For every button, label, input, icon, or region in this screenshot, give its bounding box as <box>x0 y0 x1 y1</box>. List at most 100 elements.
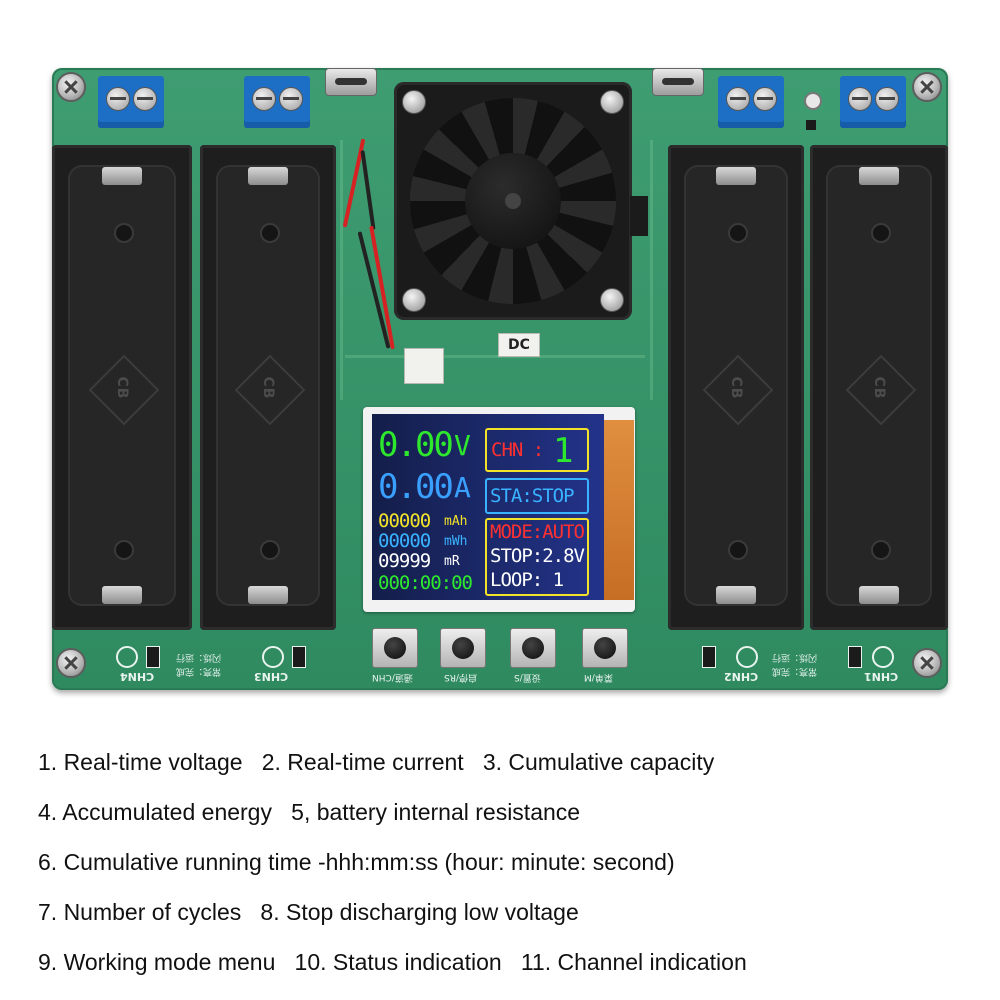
battery-contact-icon <box>859 586 899 604</box>
mounting-screw-icon <box>56 648 86 678</box>
lcd-status: STA:STOP <box>490 485 575 507</box>
button-cap-icon <box>384 637 406 659</box>
status-led-icon <box>736 646 758 668</box>
terminal-screw-icon <box>875 87 899 111</box>
dc-label: DC <box>498 333 540 357</box>
terminal-screw-icon <box>726 87 750 111</box>
terminal-screw-icon <box>848 87 872 111</box>
holder-hole <box>728 223 748 243</box>
battery-contact-icon <box>716 167 756 185</box>
lcd-capacity-unit: mAh <box>444 514 468 529</box>
lcd-screen: 0.00 V 0.00 A 00000 mAh 00000 mWh 09999 … <box>372 414 604 600</box>
terminal-block-chn1[interactable] <box>840 76 906 128</box>
battery-holder-chn2[interactable]: CB <box>668 145 804 630</box>
status-led-icon <box>872 646 894 668</box>
lcd-runtime-value: 000:00:00 <box>378 572 473 594</box>
fan-screw-icon <box>402 288 426 312</box>
button-cap-icon <box>522 637 544 659</box>
battery-contact-icon <box>859 167 899 185</box>
lcd-voltage-value: 0.00 <box>378 425 454 465</box>
lcd-ribbon-cable <box>602 420 634 600</box>
lcd-channel-value: 1 <box>553 431 574 471</box>
silk-status-note: 常亮：完成 <box>772 666 818 676</box>
terminal-screw-icon <box>106 87 130 111</box>
terminal-screw-icon <box>133 87 157 111</box>
fan-screw-icon <box>600 90 624 114</box>
status-led-icon <box>262 646 284 668</box>
channel-label-chn3: CHN3 <box>254 670 289 683</box>
silk-status-note: 常亮：完成 <box>176 666 222 676</box>
cb-mark-icon: CB <box>114 376 130 399</box>
channel-button[interactable] <box>372 628 418 668</box>
button-label-channel: 通道/CHN <box>372 672 413 682</box>
lcd-energy-value: 00000 <box>378 530 431 552</box>
led-component <box>146 646 160 668</box>
button-label-start-stop: 启停/RS <box>444 672 477 682</box>
button-cap-icon <box>594 637 616 659</box>
lcd-voltage-unit: V <box>454 429 471 462</box>
component <box>806 120 816 130</box>
channel-label-chn4: CHN4 <box>120 670 155 683</box>
pcb-trace <box>650 140 653 400</box>
mounting-screw-icon <box>912 648 942 678</box>
holder-hole <box>871 223 891 243</box>
usb-c-port[interactable] <box>325 68 377 96</box>
silk-status-note: 闪烁：运行 <box>772 652 818 662</box>
led-indicator-icon <box>804 92 822 110</box>
mounting-screw-icon <box>56 72 86 102</box>
battery-holder-chn4[interactable]: CB <box>52 145 192 630</box>
start-stop-button[interactable] <box>440 628 486 668</box>
led-component <box>292 646 306 668</box>
caption-line-1: 1. Real-time voltage 2. Real-time curren… <box>38 749 715 775</box>
caption-line-5: 9. Working mode menu 10. Status indicati… <box>38 949 747 975</box>
mounting-screw-icon <box>912 72 942 102</box>
holder-hole <box>260 223 280 243</box>
terminal-block-chn4[interactable] <box>98 76 164 128</box>
status-led-icon <box>116 646 138 668</box>
cb-mark-icon: CB <box>728 376 744 399</box>
lcd-status-box: STA:STOP <box>485 478 589 514</box>
button-cap-icon <box>452 637 474 659</box>
silk-status-note: 闪烁：运行 <box>176 652 222 662</box>
fan-screw-icon <box>402 90 426 114</box>
holder-hole <box>114 540 134 560</box>
channel-label-chn1: CHN1 <box>864 670 899 683</box>
lcd-channel-label: CHN : <box>491 439 544 461</box>
holder-hole <box>114 223 134 243</box>
lcd-stop-voltage: STOP:2.8V <box>490 545 585 567</box>
led-component <box>702 646 716 668</box>
pcb-trace <box>340 140 343 400</box>
led-component <box>848 646 862 668</box>
battery-holder-chn3[interactable]: CB <box>200 145 336 630</box>
lcd-loop-count: LOOP: 1 <box>490 569 564 591</box>
battery-contact-icon <box>716 586 756 604</box>
channel-label-chn2: CHN2 <box>724 670 759 683</box>
battery-contact-icon <box>102 167 142 185</box>
cb-mark-icon: CB <box>871 376 887 399</box>
lcd-energy-unit: mWh <box>444 534 468 549</box>
cooling-fan-icon <box>394 82 632 320</box>
terminal-screw-icon <box>252 87 276 111</box>
lcd-current-value: 0.00 <box>378 467 454 507</box>
holder-hole <box>871 540 891 560</box>
button-label-menu: 菜单/M <box>584 672 613 682</box>
settings-button[interactable] <box>510 628 556 668</box>
fan-screw-icon <box>600 288 624 312</box>
lcd-capacity-value: 00000 <box>378 510 431 532</box>
lcd-channel-box: CHN : 1 <box>485 428 589 472</box>
terminal-block-chn3[interactable] <box>244 76 310 128</box>
lcd-mode: MODE:AUTO <box>490 521 585 543</box>
pcb-trace <box>345 355 645 358</box>
lcd-current-unit: A <box>454 471 471 504</box>
battery-contact-icon <box>102 586 142 604</box>
terminal-block-chn2[interactable] <box>718 76 784 128</box>
terminal-screw-icon <box>279 87 303 111</box>
battery-contact-icon <box>248 586 288 604</box>
terminal-screw-icon <box>753 87 777 111</box>
lcd-resistance-unit: mR <box>444 554 460 569</box>
usb-c-port[interactable] <box>652 68 704 96</box>
lcd-mode-box: MODE:AUTO STOP:2.8V LOOP: 1 <box>485 518 589 596</box>
battery-holder-chn1[interactable]: CB <box>810 145 948 630</box>
button-label-settings: 设置/S <box>514 672 541 682</box>
menu-button[interactable] <box>582 628 628 668</box>
